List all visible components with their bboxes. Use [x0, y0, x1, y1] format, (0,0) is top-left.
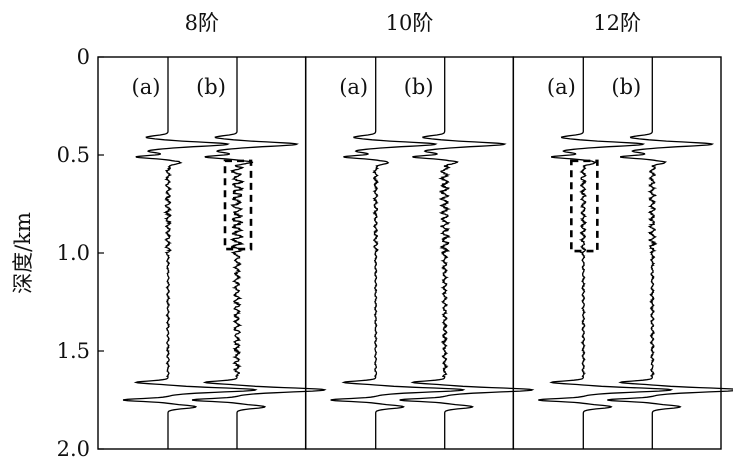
panel-frame-2 — [512, 56, 722, 450]
y-tick-label: 2.0 — [57, 437, 90, 461]
trace-1-1 — [399, 57, 535, 449]
trace-1-0 — [330, 57, 466, 449]
trace-2-0 — [538, 57, 674, 449]
panel-title: 10阶 — [386, 11, 434, 35]
highlight-box-0 — [223, 159, 253, 251]
trace-label: (a) — [132, 75, 161, 99]
trace-2-1 — [607, 57, 733, 449]
panel-title: 8阶 — [185, 11, 219, 35]
y-tick-label: 0.5 — [57, 143, 90, 167]
panel-frame-0 — [97, 56, 307, 450]
trace-label: (a) — [547, 75, 576, 99]
trace-label: (b) — [611, 75, 641, 99]
trace-label: (a) — [339, 75, 368, 99]
trace-label: (b) — [196, 75, 226, 99]
trace-0-0 — [122, 57, 258, 449]
panel-frame-1 — [304, 56, 515, 450]
trace-0-1 — [191, 57, 327, 449]
trace-label: (b) — [404, 75, 434, 99]
y-tick-label: 1.5 — [57, 339, 90, 363]
y-tick-label: 0 — [77, 45, 90, 69]
panel-title: 12阶 — [593, 11, 641, 35]
highlight-box-2 — [570, 159, 599, 253]
y-axis-label: 深度/km — [11, 212, 35, 294]
y-tick-label: 1.0 — [57, 241, 90, 265]
